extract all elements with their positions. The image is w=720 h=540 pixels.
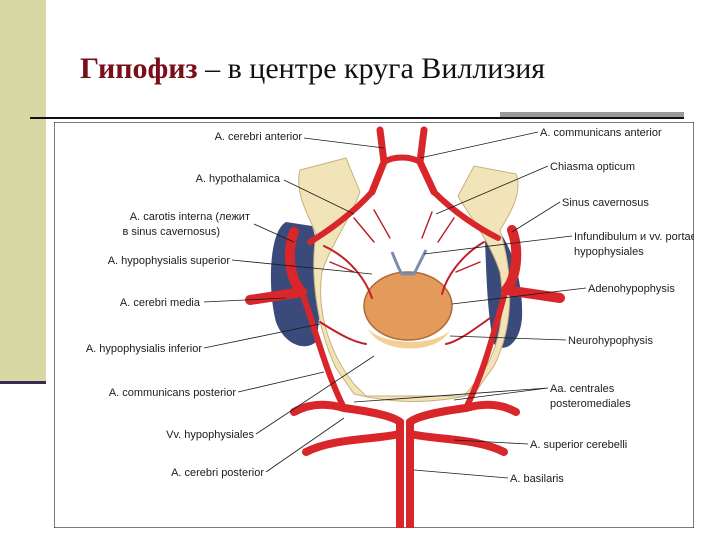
title-highlight: Гипофиз xyxy=(80,52,198,85)
leader-neurohypophysis xyxy=(449,335,567,341)
a-communicans-anterior-path xyxy=(381,154,423,165)
leader-a-communicans-posterior xyxy=(237,371,325,393)
label-sinus-cavernosus: Sinus cavernosus xyxy=(562,197,649,209)
title-accent-rule xyxy=(500,112,684,118)
leader-a-carotis-interna xyxy=(253,223,295,243)
label-chiasma-opticum: Chiasma opticum xyxy=(550,161,635,173)
leader-a-hypophysialis-superior xyxy=(231,259,373,275)
leader-a-hypophysialis-inferior xyxy=(203,323,321,349)
a-hypophysialis-superior-branches xyxy=(323,241,485,299)
label-a-cerebri-media: A. cerebri media xyxy=(120,297,201,309)
leader-a-hypothalamica xyxy=(283,179,355,215)
leader-lines xyxy=(203,131,587,479)
label-a-carotis-interna-cont: в sinus cavernosus) xyxy=(122,226,220,238)
leader-a-basilaris xyxy=(413,469,509,479)
leader-vv-hypophysiales xyxy=(255,355,375,435)
label-a-hypophysialis-superior: A. hypophysialis superior xyxy=(108,255,231,267)
label-aa-centrales-cont: posteromediales xyxy=(550,398,631,410)
adenohypophysis-shape xyxy=(363,271,453,341)
label-a-carotis-interna: A. carotis interna (лежит xyxy=(130,211,250,223)
left-anterior-link xyxy=(307,189,375,245)
leader-chiasma-opticum xyxy=(435,165,549,215)
label-a-cerebri-posterior: A. cerebri posterior xyxy=(171,467,264,479)
slide-side-bar-base xyxy=(0,381,46,384)
label-a-cerebri-anterior: A. cerebri anterior xyxy=(215,131,303,143)
a-hypothalamica-branches xyxy=(329,209,481,273)
right-anterior-link xyxy=(431,189,501,241)
a-cerebri-posterior-left xyxy=(290,400,348,416)
a-communicans-posterior-left xyxy=(301,295,347,411)
willis-circle-diagram: A. cerebri anterior A. hypothalamica A. … xyxy=(54,122,694,528)
label-infundibulum: Infundibulum и vv. portae xyxy=(574,231,694,243)
leader-infundibulum xyxy=(423,235,573,255)
slide-title: Гипофиз – в центре круга Виллизия xyxy=(80,52,700,86)
chiasma-opticum xyxy=(298,157,519,402)
label-aa-centrales: Aa. centrales xyxy=(550,383,615,395)
label-a-superior-cerebelli: A. superior cerebelli xyxy=(530,439,627,451)
leader-a-superior-cerebelli xyxy=(453,439,529,445)
label-a-basilaris: A. basilaris xyxy=(510,473,564,485)
label-neurohypophysis: Neurohypophysis xyxy=(568,335,653,347)
leader-a-cerebri-media xyxy=(203,297,287,303)
label-adenohypophysis: Adenohypophysis xyxy=(588,283,675,295)
label-a-hypophysialis-inferior: A. hypophysialis inferior xyxy=(86,343,203,355)
leader-adenohypophysis xyxy=(451,287,587,305)
title-rest: – в центре круга Виллизия xyxy=(197,52,546,85)
label-a-hypothalamica: A. hypothalamica xyxy=(196,173,281,185)
slide-side-bar xyxy=(0,0,46,384)
label-a-communicans-anterior: A. communicans anterior xyxy=(540,127,662,139)
leader-a-cerebri-posterior xyxy=(265,417,345,473)
leader-a-cerebri-anterior xyxy=(303,137,385,149)
a-communicans-posterior-right xyxy=(463,293,507,411)
neurohypophysis-shape xyxy=(368,328,450,349)
infundibulum xyxy=(390,249,428,276)
leader-aa-centrales xyxy=(353,387,549,403)
leader-sinus-cavernosus xyxy=(511,201,561,233)
label-infundibulum-cont: hypophysiales xyxy=(574,246,644,258)
label-a-communicans-posterior: A. communicans posterior xyxy=(109,387,236,399)
a-cerebri-media-left xyxy=(245,287,307,305)
title-underline xyxy=(30,117,684,119)
a-basilaris-shape xyxy=(396,418,414,528)
label-vv-hypophysiales: Vv. hypophysiales xyxy=(166,429,254,441)
a-cerebri-posterior-right xyxy=(462,400,520,416)
leader-a-communicans-anterior xyxy=(419,131,539,159)
anatomy-figure: A. cerebri anterior A. hypothalamica A. … xyxy=(54,122,694,528)
